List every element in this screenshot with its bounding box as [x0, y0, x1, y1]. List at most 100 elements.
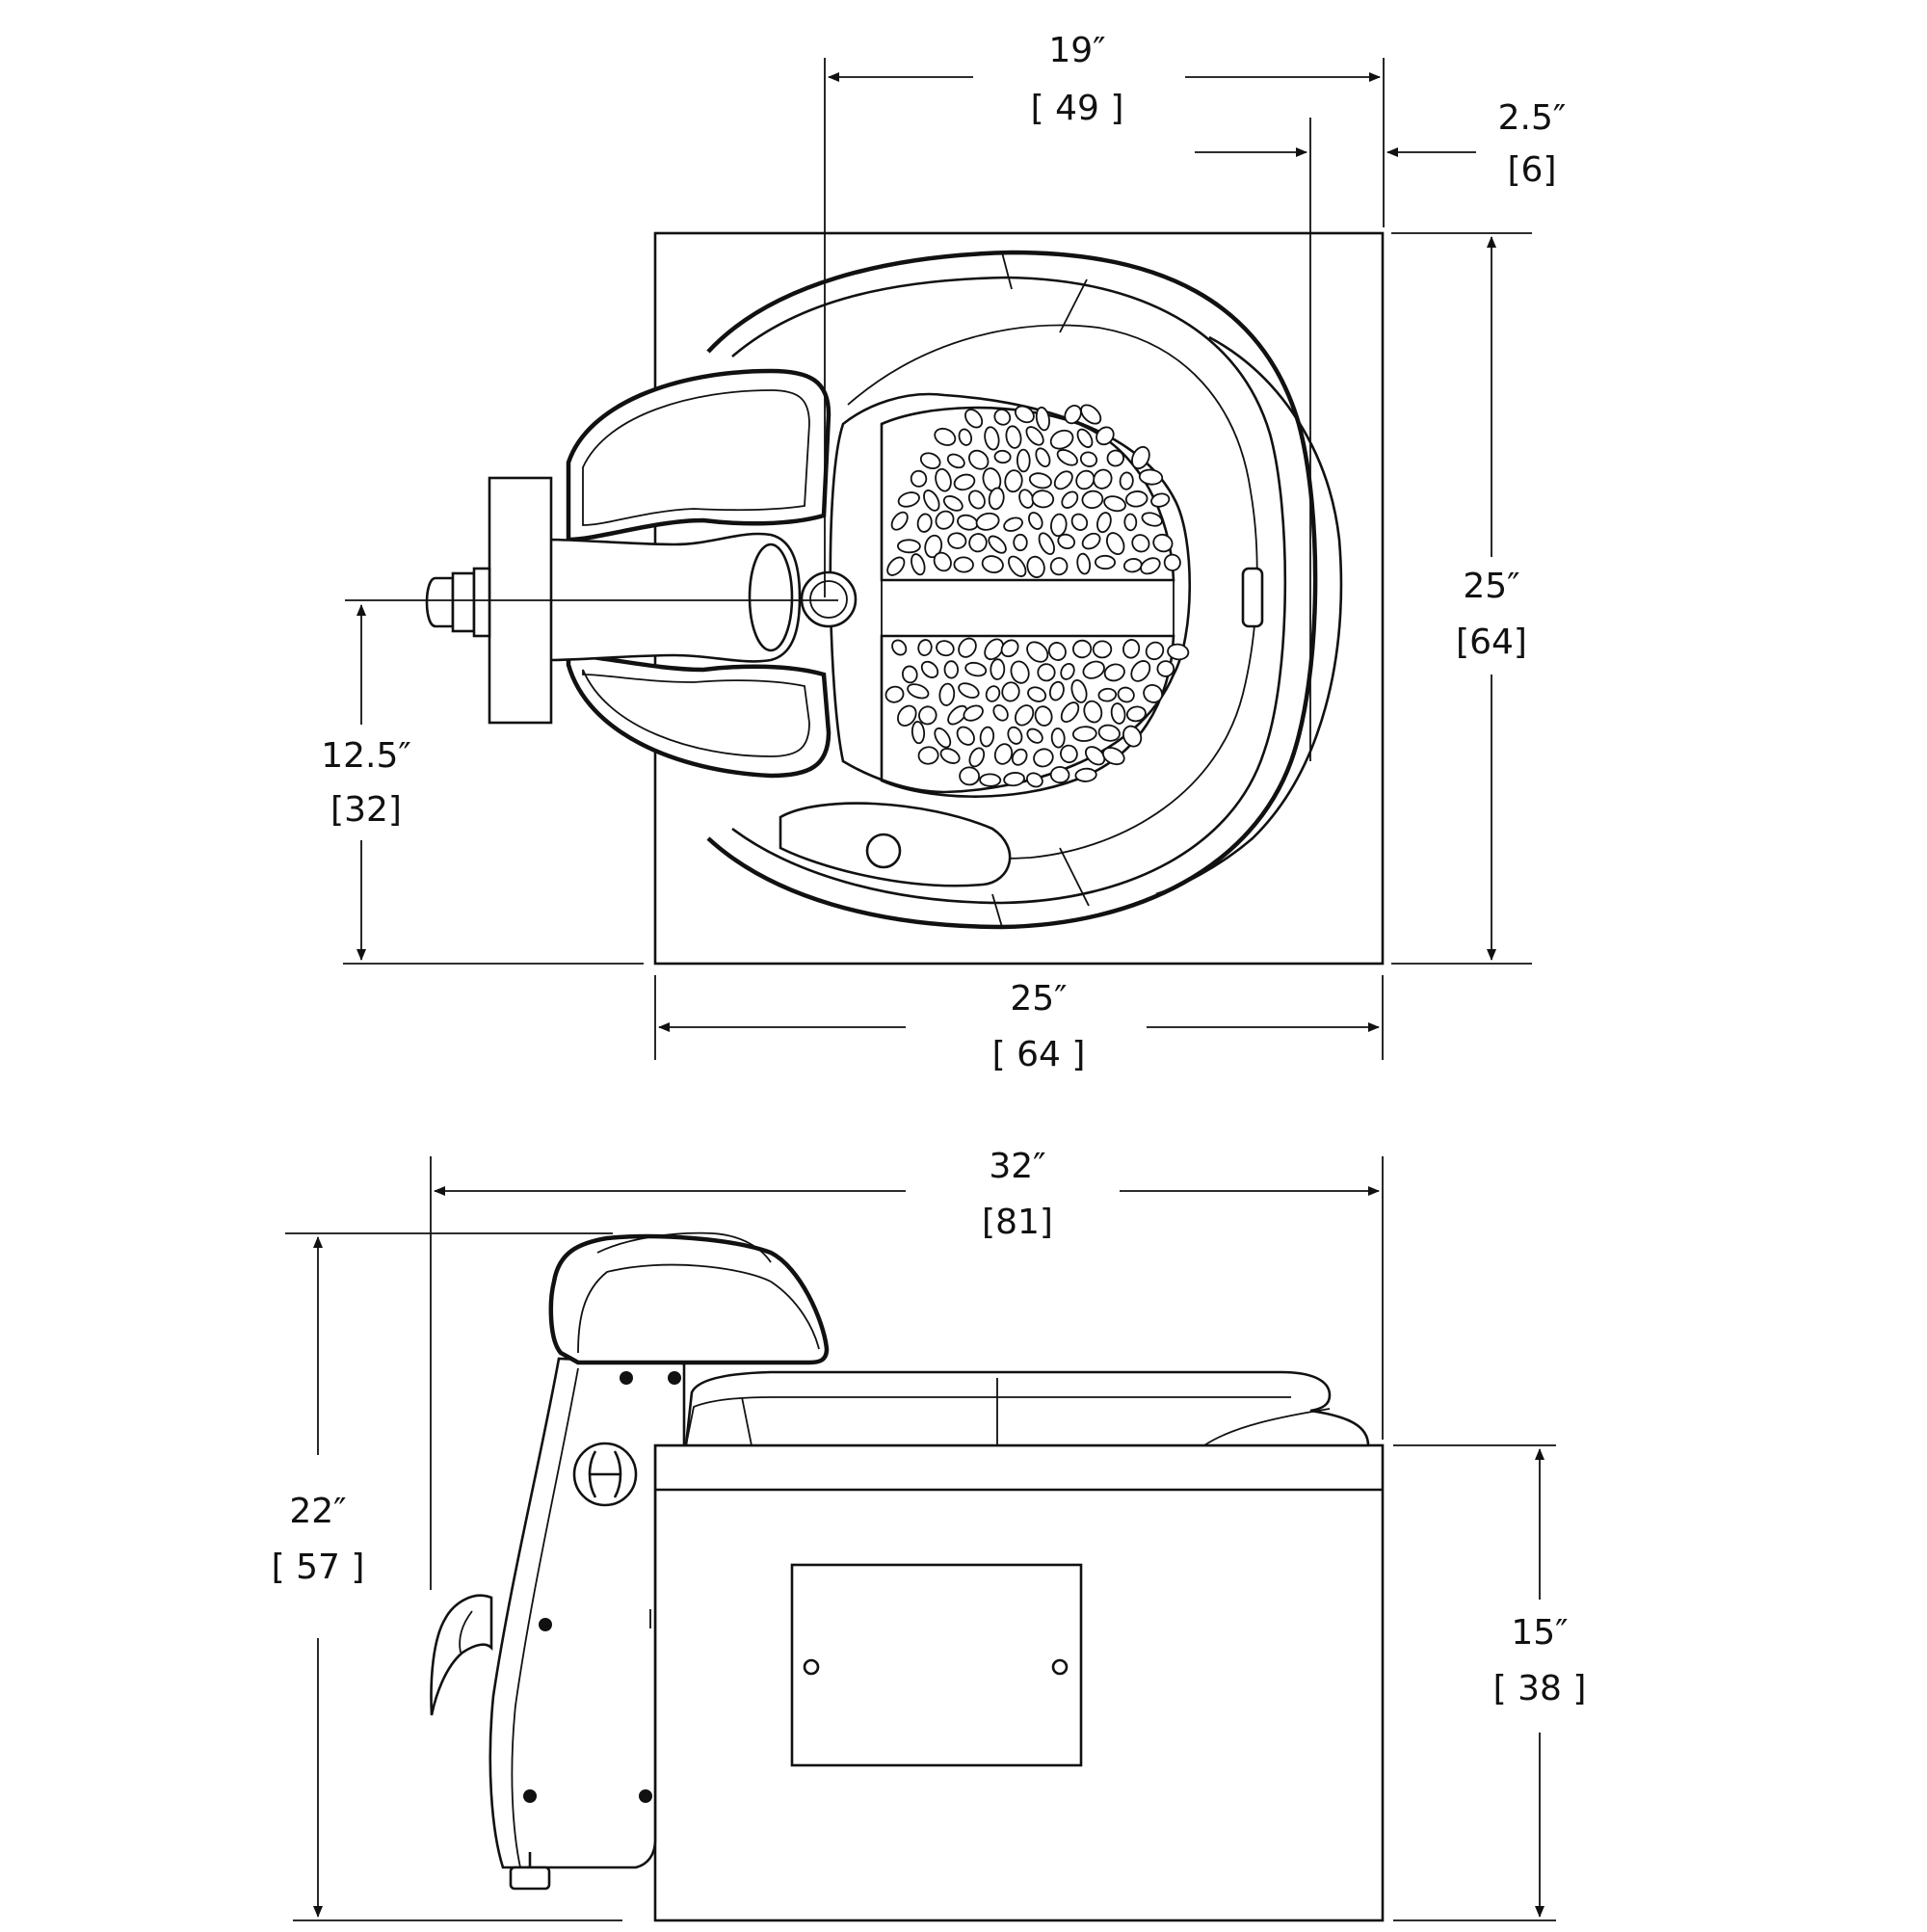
pebble: [964, 409, 984, 429]
pebble: [935, 467, 952, 492]
dim-2-5-metric: [6]: [1508, 150, 1557, 190]
pebble: [924, 534, 943, 559]
side-view-basin-curve: [1203, 1408, 1331, 1446]
pebble: [975, 512, 1000, 531]
pebble: [919, 452, 941, 470]
pebble: [947, 704, 968, 726]
pebble: [1010, 660, 1030, 684]
pebble: [964, 661, 988, 677]
pebble: [1061, 490, 1079, 509]
pebble: [897, 539, 921, 554]
top-view: [345, 231, 1385, 966]
dim-22-metric: [ 57 ]: [272, 1548, 365, 1587]
headrest-upper: [566, 368, 832, 543]
rim-seam-top: [1001, 251, 1013, 290]
pebble: [1145, 641, 1165, 661]
pebble: [1103, 663, 1125, 682]
access-panel-screw-left: [803, 1658, 820, 1676]
pebble: [1082, 660, 1105, 679]
pebble: [1076, 428, 1094, 448]
drain-inner-circle: [809, 580, 848, 619]
headrest-roll-end: [748, 543, 794, 652]
pebble: [897, 704, 917, 727]
pebble: [1001, 681, 1020, 702]
pebble: [1152, 533, 1174, 553]
pebble: [968, 747, 986, 768]
pebble: [916, 513, 933, 533]
pebble: [1026, 772, 1043, 788]
pebble: [1117, 686, 1135, 703]
pebble: [907, 683, 930, 700]
pebble: [1004, 469, 1023, 493]
pebble: [923, 490, 940, 512]
pebble: [890, 511, 909, 531]
pebble: [1106, 449, 1124, 467]
pebble: [947, 532, 967, 549]
pebble: [1097, 687, 1118, 702]
rim-seam-bottom-right: [1059, 847, 1090, 907]
pebble: [1008, 555, 1027, 577]
leveling-foot-icon: [509, 1866, 551, 1891]
pebble: [901, 665, 918, 684]
headrest-middle: [547, 532, 802, 663]
dim-25v-metric: [64]: [1456, 622, 1527, 662]
pebble: [1053, 470, 1073, 490]
pebble: [1038, 532, 1055, 555]
pebble: [1014, 405, 1035, 424]
pebble: [1037, 663, 1056, 682]
water-fitting-flange: [472, 567, 491, 638]
top-view-inner-rim: [731, 276, 1287, 905]
side-view: [430, 1231, 1385, 1922]
pebble: [1095, 426, 1115, 446]
pebble: [1026, 728, 1043, 744]
pebble: [920, 660, 939, 678]
pebble: [984, 426, 1000, 451]
rim-seam-bottom: [991, 893, 1003, 928]
pebble: [1143, 683, 1163, 703]
side-view-column-inner: [511, 1367, 579, 1868]
pebble: [1110, 702, 1126, 725]
pebble: [1007, 726, 1023, 745]
dim-25h-metric: [ 64 ]: [992, 1035, 1086, 1074]
dim-12-5-metric: [32]: [330, 790, 402, 830]
pebble: [1026, 641, 1049, 663]
pebble: [1095, 554, 1116, 570]
jet-nozzle-icon: [1241, 567, 1264, 628]
pebble: [1131, 534, 1150, 553]
pebble: [1150, 492, 1171, 508]
pebble: [1138, 468, 1164, 486]
side-view-headrest-top: [596, 1231, 772, 1263]
pebble: [1016, 448, 1031, 473]
side-view-headrest-inner: [577, 1263, 820, 1354]
pebble: [953, 473, 976, 491]
pebble: [1072, 639, 1093, 659]
pebble: [1071, 726, 1097, 742]
pebble: [942, 495, 964, 512]
pebble: [1031, 490, 1055, 509]
pebble: [956, 726, 975, 746]
pebble: [1011, 748, 1028, 766]
pebble: [1035, 406, 1050, 432]
pebble: [984, 638, 1004, 661]
pebble: [1076, 552, 1092, 575]
pebble: [918, 705, 937, 726]
pebble: [1080, 404, 1102, 425]
pebble: [1122, 725, 1143, 748]
dim-12-5-imperial: 12.5″: [321, 736, 411, 776]
pebble: [993, 449, 1012, 464]
pebble: [979, 773, 1002, 787]
pebble: [911, 553, 926, 576]
pebble: [936, 640, 955, 657]
bolt-icon: [523, 1789, 537, 1803]
side-view-headrest: [548, 1233, 830, 1365]
pebble: [1026, 555, 1045, 578]
pebble: [1070, 513, 1089, 531]
bottom-seat-recess: [779, 802, 1012, 887]
headrest-upper-inner: [582, 389, 810, 526]
hose-hook-icon: [430, 1594, 493, 1716]
headrest-lower-inner: [582, 669, 810, 757]
pebble: [1048, 680, 1065, 701]
pebble: [1000, 639, 1019, 658]
pebble: [1028, 472, 1052, 490]
